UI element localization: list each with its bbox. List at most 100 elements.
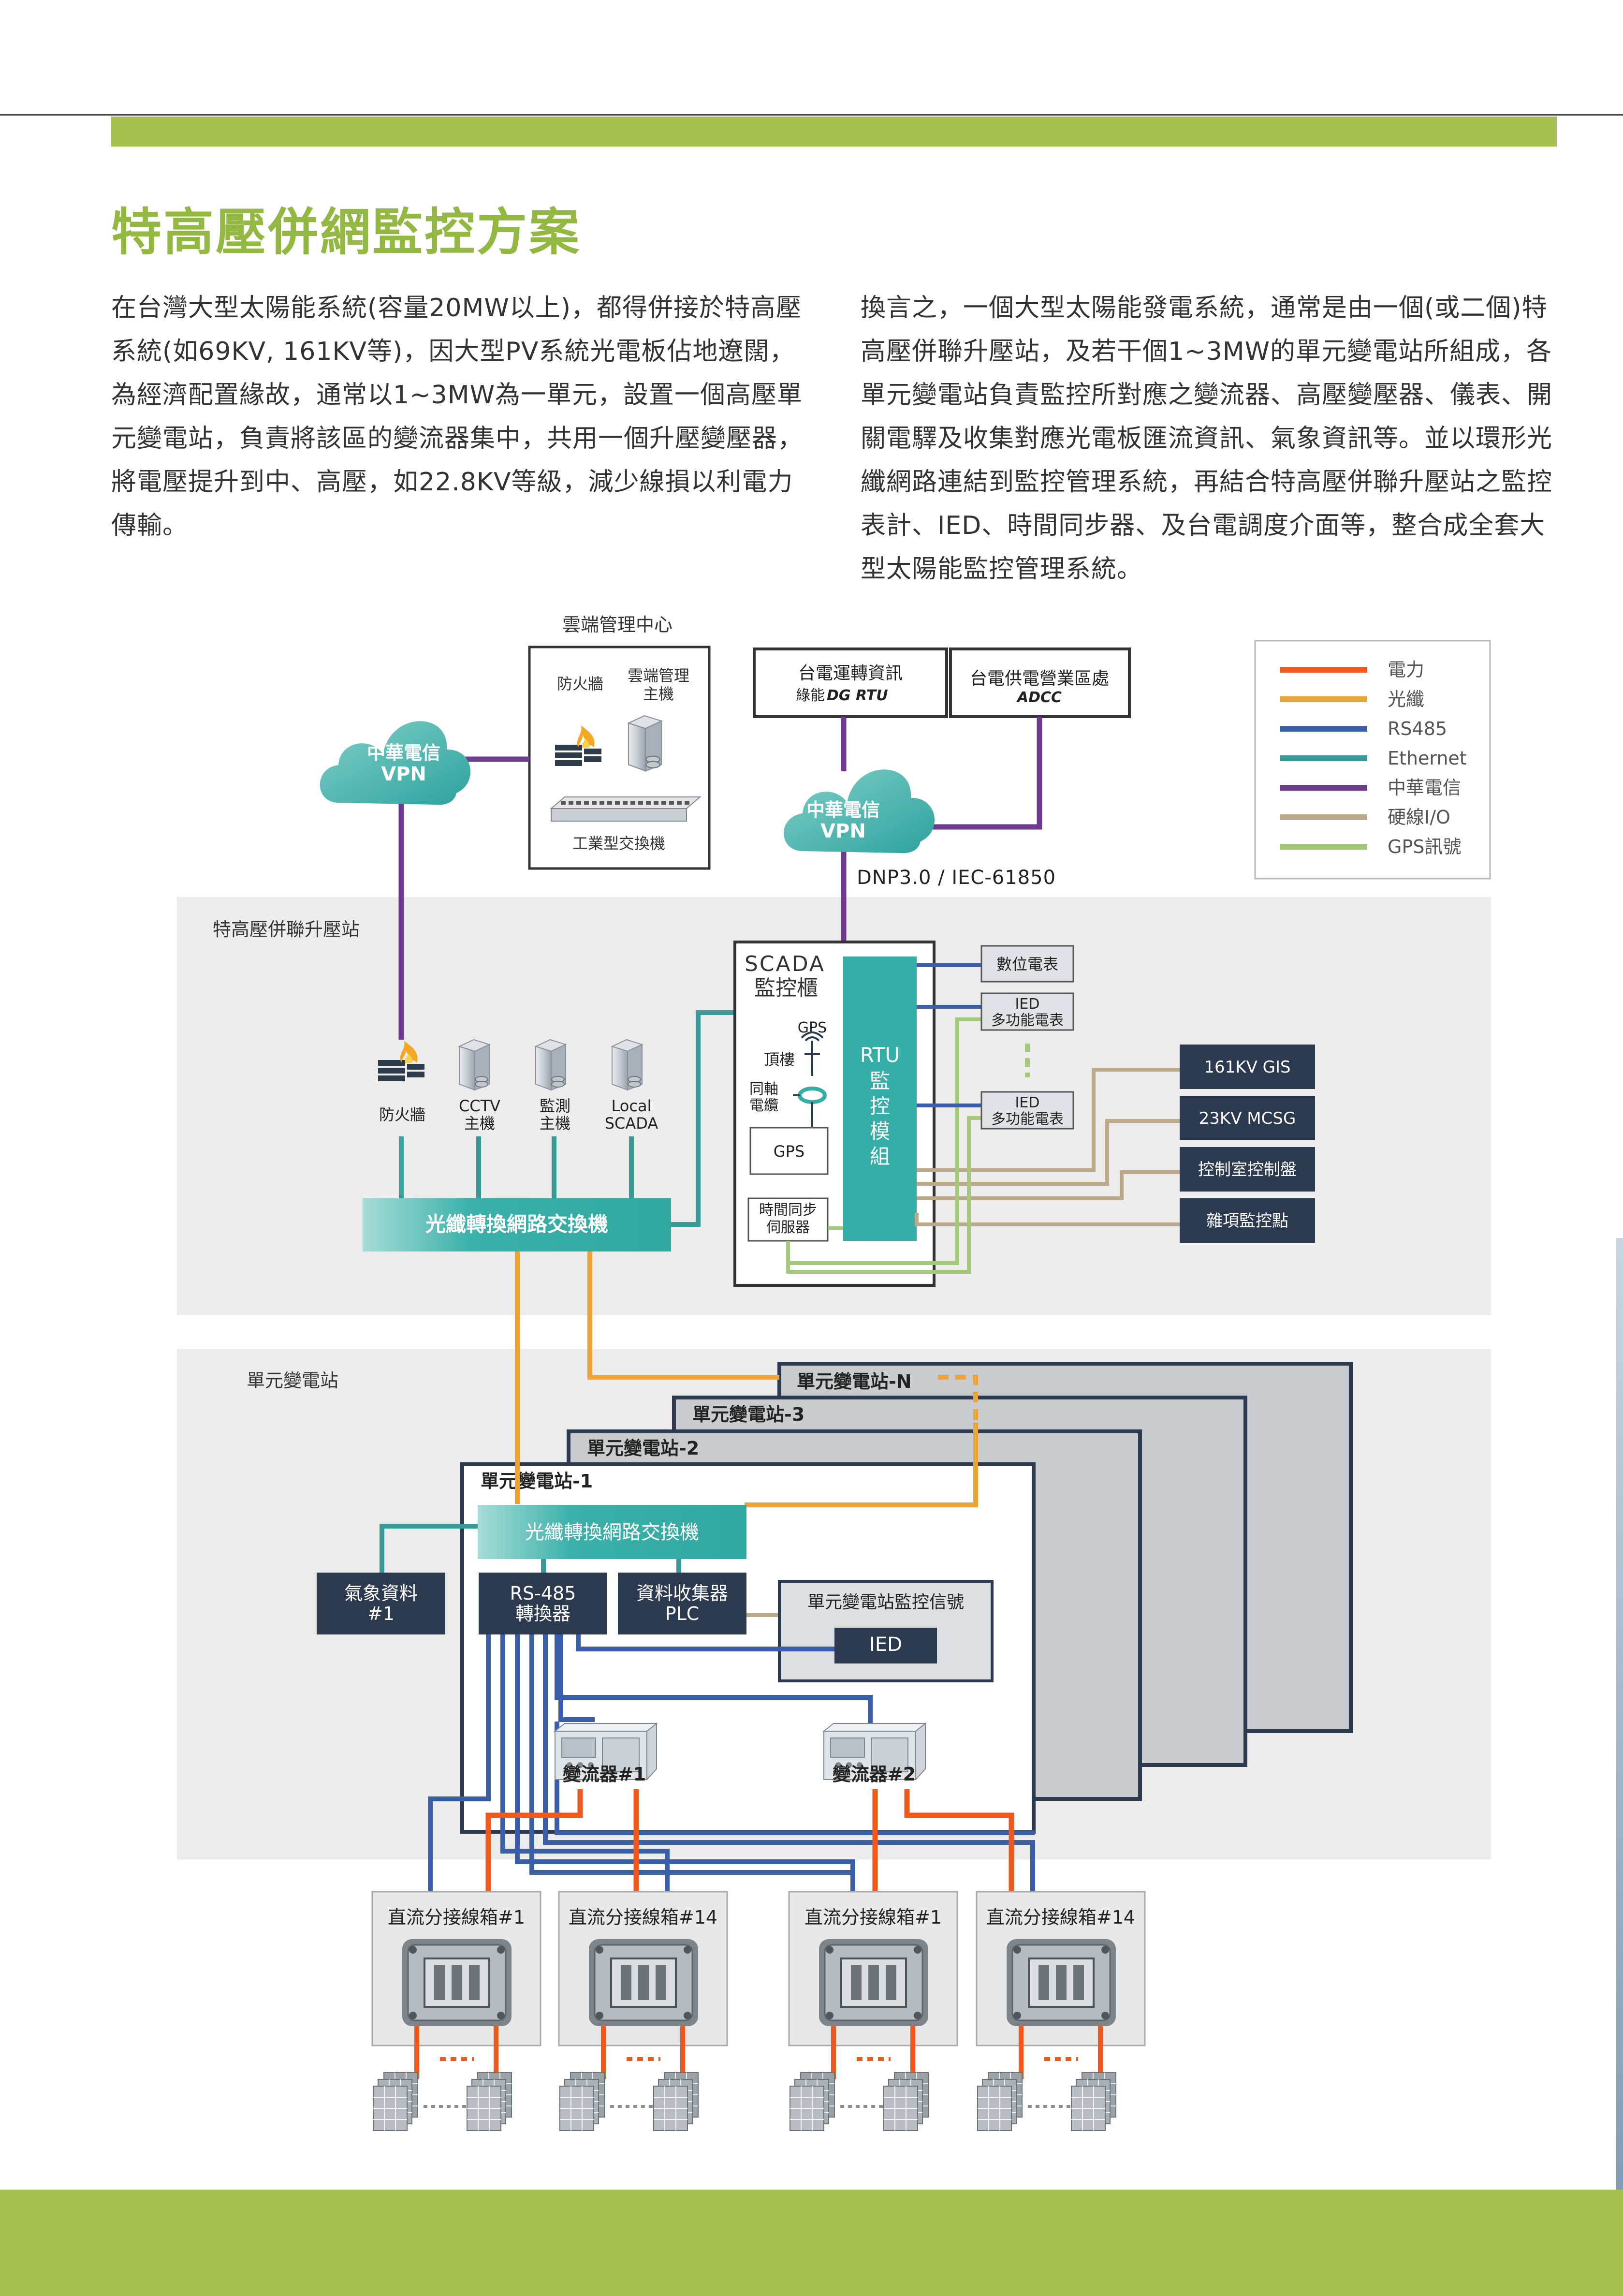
solar-panel-icon (790, 2072, 835, 2131)
taipower-dg-rtu-prefix: 綠能 (796, 687, 825, 704)
industrial-switch-icon (550, 796, 702, 822)
plc-line1: 資料收集器 (636, 1583, 728, 1604)
device-label-line1: CCTV (459, 1097, 500, 1115)
gps-box (749, 1127, 829, 1175)
solar-panel-icon (467, 2072, 512, 2131)
right-edge-strip (1616, 1238, 1623, 2190)
equipment-box (1180, 1045, 1315, 1089)
gps-box-label: GPS (774, 1142, 804, 1161)
rs485-line1: RS-485 (510, 1583, 576, 1604)
monitor-host-server-icon (535, 1039, 566, 1090)
solar-panel-icon (559, 2072, 605, 2131)
time-sync-line2: 伺服器 (766, 1219, 810, 1236)
weather-data-box (317, 1573, 445, 1634)
taipower-adcc-box (949, 648, 1131, 718)
combiner-box-icon (588, 1938, 699, 2027)
taipower-dg-rtu-box (753, 648, 948, 718)
combiner-box-icon (1006, 1938, 1117, 2027)
legend-label: Ethernet (1388, 748, 1467, 769)
roof-label: 頂樓 (764, 1050, 795, 1069)
intro-paragraph-left: 在台灣大型太陽能系統(容量20MW以上)，都得併接於特高壓系統(如69KV, 1… (111, 294, 804, 540)
combiner-box-label: 直流分接線箱#1 (804, 1907, 942, 1928)
equipment-label: 雜項監控點 (1206, 1211, 1288, 1231)
gps-antenna-icon (801, 1031, 824, 1076)
combiner-box-label: 直流分接線箱#14 (986, 1907, 1135, 1928)
vpn-cloud-left: 中華電信 VPN (320, 721, 471, 805)
substation-fiber-switch (363, 1198, 671, 1251)
solar-panel-icon (373, 2072, 418, 2131)
plc-line2: PLC (665, 1603, 700, 1624)
meter-rs485-lines (917, 963, 981, 1107)
device-label-line1: Local (612, 1097, 652, 1115)
cctv-host-server-icon (459, 1039, 490, 1090)
protocol-label: DNP3.0 / IEC-61850 (857, 867, 1056, 889)
header-accent-band (111, 117, 1557, 147)
equipment-label: 23KV MCSG (1199, 1109, 1296, 1128)
equipment-box (1180, 1096, 1315, 1140)
taipower-dg-rtu-em: DG RTU (827, 687, 888, 704)
rs485-line2: 轉換器 (515, 1603, 570, 1624)
taipower-adcc-line2: ADCC (1016, 689, 1062, 706)
ied-meter-top-line2: 多功能電表 (991, 1012, 1064, 1029)
intro-paragraph-right: 換言之，一個大型太陽能發電系統，通常是由一個(或二個)特高壓併聯升壓站，及若干個… (861, 294, 1553, 584)
device-label-line2: SCADA (605, 1114, 658, 1133)
taipower-dg-rtu-line1: 台電運轉資訊 (798, 663, 903, 683)
coax-label-line2: 電纜 (749, 1097, 778, 1114)
ied-meter-bottom-line2: 多功能電表 (991, 1111, 1064, 1128)
combiner-box-label: 直流分接線箱#14 (569, 1907, 717, 1928)
vpn-left-line2: VPN (381, 763, 426, 785)
ied-meter-bottom (980, 1091, 1074, 1130)
rtu-char: 組 (870, 1145, 890, 1168)
panel-power-line (831, 2026, 915, 2079)
weather-line1: 氣象資料 (344, 1583, 418, 1604)
digital-meter (980, 945, 1074, 983)
footer-accent-band (0, 2190, 1623, 2296)
legend-box (1254, 640, 1491, 880)
cloud-center-title: 雲端管理中心 (562, 614, 673, 635)
gps-signal-lines (786, 1017, 981, 1274)
rtu-char: 監 (870, 1069, 890, 1093)
solar-panel-icon (883, 2072, 929, 2131)
unit-ethernet-lines (380, 1524, 681, 1573)
power-lines (485, 1789, 1014, 1894)
unit-station-3-label: 單元變電站-3 (692, 1404, 804, 1425)
device-label-line2: 主機 (464, 1114, 495, 1133)
gps-antenna-label: GPS (798, 1019, 827, 1036)
device-label-line1: 防火牆 (379, 1105, 425, 1124)
plc-collector-box (618, 1573, 746, 1634)
unit-fiber-switch-label: 光纖轉換網路交換機 (525, 1521, 699, 1544)
legend-label: 硬線I/O (1388, 807, 1450, 828)
unit-station-n-label: 單元變電站-N (797, 1371, 912, 1392)
cloud-firewall-label: 防火牆 (557, 675, 603, 693)
unit-zone-title: 單元變電站 (247, 1370, 338, 1391)
inverter-2-label: 變流器#2 (833, 1764, 916, 1785)
unit-monitor-title: 單元變電站監控信號 (807, 1592, 964, 1612)
scada-label-line2: 監控櫃 (754, 976, 818, 1001)
coax-label-line1: 同軸 (749, 1081, 778, 1098)
rtu-char: 模 (870, 1119, 890, 1143)
page-heading: 特高壓併網監控方案 (111, 203, 582, 262)
unit-ied-box (834, 1628, 937, 1663)
cloud-host-label-line2: 主機 (643, 685, 674, 703)
device-label-line1: 監測 (540, 1097, 570, 1115)
device-label-line2: 主機 (540, 1114, 570, 1133)
combiner-boxes: 直流分接線箱#1 直流分接線箱#14 直流分接線箱#1 直流分接線箱#14 (371, 1891, 1146, 2131)
equipment-label: 控制室控制盤 (1198, 1160, 1297, 1179)
legend-label: 中華電信 (1388, 777, 1461, 798)
hardwire-io-lines (915, 1068, 1180, 1226)
combiner-box-label: 直流分接線箱#1 (388, 1907, 525, 1928)
rtu-char: 控 (870, 1094, 890, 1118)
time-sync-line1: 時間同步 (759, 1202, 817, 1219)
ied-meter-top-line1: IED (1015, 996, 1040, 1013)
fiber-lines (515, 1251, 978, 1507)
solar-panel-icon (977, 2072, 1023, 2131)
legend-label: GPS訊號 (1388, 836, 1461, 857)
equipment-box (1180, 1198, 1315, 1243)
ied-meter-top (980, 992, 1074, 1031)
vpn-left-line1: 中華電信 (367, 742, 440, 764)
